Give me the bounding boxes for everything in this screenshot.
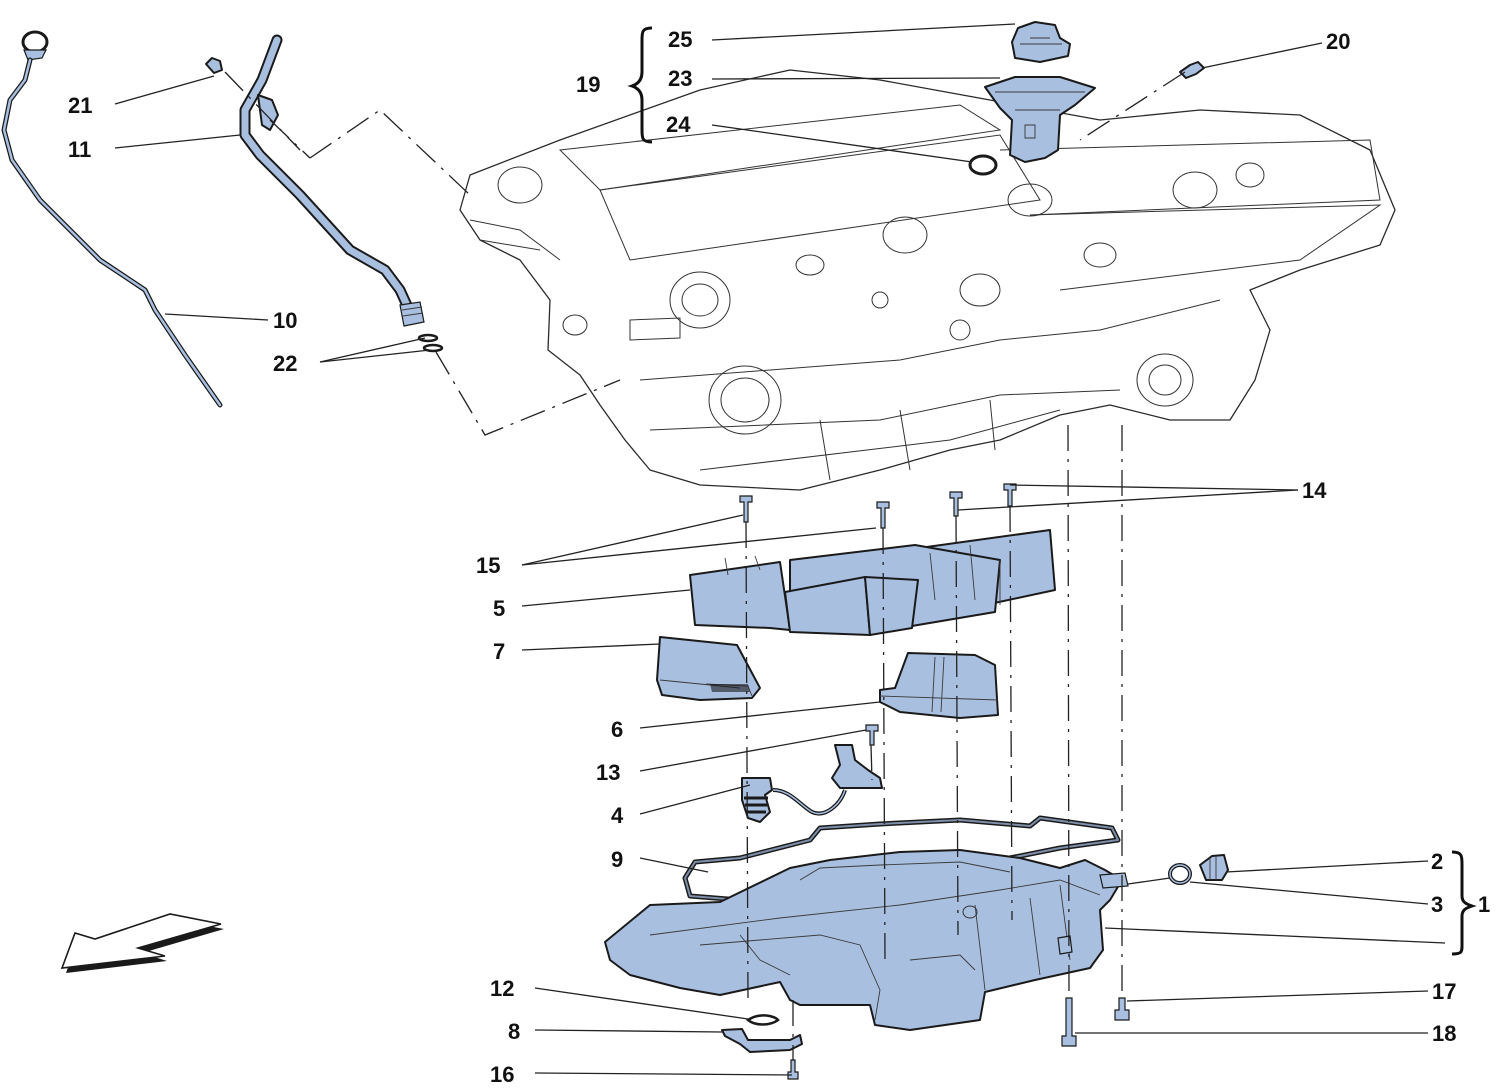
leader-8 <box>534 1029 723 1033</box>
callout-10: 10 <box>273 308 297 333</box>
callout-20: 20 <box>1326 29 1350 54</box>
leader-23 <box>711 77 1001 80</box>
clip <box>745 1014 780 1026</box>
tube-o-rings <box>417 333 444 353</box>
callout-labels: 25 23 24 19 20 21 11 10 22 14 15 5 7 6 1… <box>68 27 1490 1087</box>
callout-14: 14 <box>1302 478 1327 503</box>
oil-level-sensor <box>741 744 883 823</box>
assembly-lines <box>224 71 1186 1060</box>
leader-lines <box>114 23 1446 1076</box>
callout-24: 24 <box>666 112 691 137</box>
leader-4 <box>639 784 751 815</box>
leader-6 <box>639 701 881 729</box>
dipstick-tube <box>239 34 425 327</box>
leader-14a <box>1009 484 1299 491</box>
baffle-screw <box>1003 483 1017 507</box>
leader-25 <box>711 23 1016 41</box>
callout-1: 1 <box>1478 892 1490 917</box>
leader-11 <box>114 134 241 149</box>
engine-ports <box>497 162 1265 435</box>
callout-7: 7 <box>493 639 505 664</box>
front-direction-arrow <box>60 913 224 973</box>
callout-11: 11 <box>68 137 91 162</box>
callout-21: 21 <box>68 93 92 118</box>
leader-7 <box>521 643 661 651</box>
leader-1-sump <box>1104 927 1446 944</box>
callout-25: 25 <box>668 27 692 52</box>
leader-13 <box>639 729 867 772</box>
leader-15b <box>521 527 877 566</box>
sensor-screw <box>865 724 879 746</box>
drain-plug <box>1199 854 1229 881</box>
baffle-screw <box>739 495 753 523</box>
o-ring-seal <box>968 154 998 176</box>
callout-4: 4 <box>611 803 624 828</box>
callout-16: 16 <box>490 1062 514 1087</box>
callout-8: 8 <box>508 1019 520 1044</box>
group-brace-19 <box>627 26 653 144</box>
oil-sump <box>604 849 1129 1031</box>
oil-dipstick <box>1 30 223 408</box>
callout-19: 19 <box>576 72 600 97</box>
filler-neck-screw <box>1179 61 1205 79</box>
callout-2: 2 <box>1431 849 1443 874</box>
sump-screw-long <box>1061 997 1077 1047</box>
callout-17: 17 <box>1432 979 1456 1004</box>
callout-13: 13 <box>596 760 620 785</box>
oil-filler-cap <box>1011 21 1071 63</box>
callout-18: 18 <box>1432 1021 1456 1046</box>
callout-12: 12 <box>490 976 514 1001</box>
oil-filler-neck <box>984 76 1096 163</box>
leader-21 <box>114 75 215 105</box>
callout-15: 15 <box>476 553 500 578</box>
leader-14b <box>957 489 1299 511</box>
leader-10 <box>164 313 269 321</box>
dipstick-tube-screw <box>205 57 223 74</box>
callout-3: 3 <box>1431 892 1443 917</box>
callout-9: 9 <box>611 847 623 872</box>
leader-22a <box>319 337 426 363</box>
leader-15a <box>521 514 744 566</box>
right-baffle-cover <box>879 652 999 719</box>
oil-baffle <box>689 529 1056 636</box>
leader-17 <box>1126 990 1429 1002</box>
baffle-screw <box>949 491 963 517</box>
callout-23: 23 <box>668 66 692 91</box>
left-baffle-cover <box>656 636 761 701</box>
leader-20 <box>1201 42 1323 69</box>
bracket-screw <box>787 1059 799 1080</box>
callout-22: 22 <box>273 351 297 376</box>
leader-3 <box>1189 881 1429 905</box>
leader-9 <box>639 857 709 873</box>
leader-2 <box>1225 860 1429 873</box>
leader-22b <box>319 349 431 363</box>
leader-16 <box>534 1072 793 1076</box>
bracket <box>721 1028 803 1053</box>
sump-screw-short <box>1114 997 1130 1021</box>
callout-5: 5 <box>493 596 505 621</box>
leader-24 <box>711 124 973 163</box>
leader-12 <box>534 987 749 1020</box>
leader-drain <box>1127 877 1171 885</box>
group-brace-1 <box>1451 850 1477 956</box>
leader-5 <box>521 589 691 607</box>
drain-plug-washer <box>1168 863 1192 885</box>
callout-6: 6 <box>611 717 623 742</box>
baffle-screw <box>876 501 890 529</box>
engine-block <box>459 69 1396 491</box>
